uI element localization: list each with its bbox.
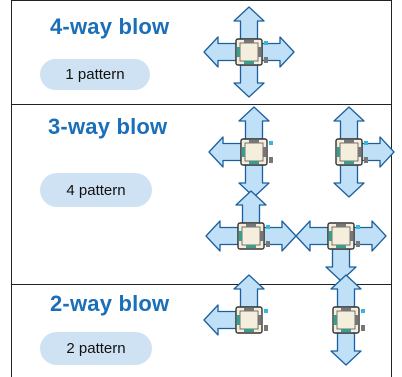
pattern-badge-2way: 2 pattern [40, 332, 152, 365]
unit-3way-d-slot-left [329, 231, 332, 241]
unit-4way-slot-bottom [244, 61, 254, 64]
unit-3way-a-slot-bottom [249, 161, 259, 164]
unit-3way-c-slot-right [260, 231, 263, 241]
unit-3way-b-slot-right [358, 147, 361, 157]
divider-top [11, 0, 392, 1]
unit-3way-a-arrow-left [208, 136, 242, 168]
unit-4way-slot-left [237, 47, 240, 57]
unit-2way-b-tab-gray [361, 325, 365, 331]
unit-3way-c-arrow-left [205, 220, 239, 252]
unit-3way-d-slot-bottom [336, 245, 346, 248]
divider-1 [11, 104, 392, 105]
unit-3way-b-arrow-up [333, 106, 365, 140]
unit-3way-d-tab-cyan [356, 225, 360, 229]
unit-3way-b-arrow-down [333, 164, 365, 198]
unit-2way-b-slot-bottom [341, 329, 351, 332]
unit-3way-a-slot-top [249, 140, 259, 143]
unit-3way-d-tab-gray [356, 241, 360, 247]
unit-3way-d-body [327, 222, 355, 250]
unit-3way-b-slot-bottom [344, 161, 354, 164]
unit-2way-b-slot-left [334, 315, 337, 325]
table-frame [11, 0, 392, 377]
unit-3way-d [295, 220, 387, 282]
unit-4way-arrow-up [233, 6, 265, 40]
unit-3way-a-tab-gray [269, 157, 273, 163]
unit-4way-arrow-down [233, 64, 265, 98]
unit-3way-a-slot-left [242, 147, 245, 157]
unit-3way-c-slot-top [246, 224, 256, 227]
unit-2way-b-tab-cyan [361, 309, 365, 313]
pattern-badge-3way: 4 pattern [40, 173, 152, 207]
unit-3way-c-arrow-up [235, 190, 267, 224]
unit-2way-b [330, 274, 365, 366]
unit-2way-a-body [235, 306, 263, 334]
unit-3way-c [205, 190, 297, 252]
section-title-3way: 3-way blow [48, 114, 168, 139]
unit-3way-b-slot-left [337, 147, 340, 157]
unit-2way-a-tab-gray [264, 325, 268, 331]
unit-3way-b-tab-gray [364, 157, 368, 163]
section-title-2way: 2-way blow [50, 291, 170, 316]
unit-4way-body [235, 38, 263, 66]
unit-4way [203, 6, 295, 98]
unit-2way-a-tab-cyan [264, 309, 268, 313]
unit-2way-b-slot-right [355, 315, 358, 325]
unit-2way-b-body [332, 306, 360, 334]
unit-3way-b-tab-cyan [364, 141, 368, 145]
unit-3way-a-arrow-down [238, 164, 270, 198]
unit-3way-d-arrow-down [325, 248, 357, 282]
divider-2 [11, 284, 392, 285]
unit-4way-slot-top [244, 40, 254, 43]
unit-2way-a-slot-right [258, 315, 261, 325]
unit-3way-a-arrow-up [238, 106, 270, 140]
unit-4way-tab-gray [264, 57, 268, 63]
unit-3way-c-body [237, 222, 265, 250]
unit-2way-b-arrow-down [330, 332, 362, 366]
section-title-4way: 4-way blow [50, 14, 170, 39]
unit-4way-tab-cyan [264, 41, 268, 45]
pattern-badge-4way: 1 pattern [40, 59, 150, 90]
unit-3way-d-arrow-left [295, 220, 329, 252]
unit-3way-c-tab-gray [266, 241, 270, 247]
unit-3way-b-body [335, 138, 363, 166]
unit-2way-a-slot-bottom [244, 329, 254, 332]
unit-3way-c-slot-left [239, 231, 242, 241]
unit-3way-a [208, 106, 273, 198]
unit-2way-a-slot-top [244, 308, 254, 311]
unit-2way-a-arrow-left [203, 304, 237, 336]
unit-3way-a-tab-cyan [269, 141, 273, 145]
unit-3way-d-slot-right [350, 231, 353, 241]
unit-2way-b-slot-top [341, 308, 351, 311]
unit-2way-b-arrow-up [330, 274, 362, 308]
unit-3way-d-slot-top [336, 224, 346, 227]
unit-3way-b-slot-top [344, 140, 354, 143]
unit-3way-a-slot-right [263, 147, 266, 157]
unit-4way-slot-right [258, 47, 261, 57]
unit-2way-a-arrow-up [233, 274, 265, 308]
unit-4way-arrow-left [203, 36, 237, 68]
unit-3way-c-slot-bottom [246, 245, 256, 248]
unit-2way-a [203, 274, 268, 336]
unit-3way-c-tab-cyan [266, 225, 270, 229]
unit-3way-a-body [240, 138, 268, 166]
unit-3way-b [333, 106, 395, 198]
unit-2way-a-slot-left [237, 315, 240, 325]
